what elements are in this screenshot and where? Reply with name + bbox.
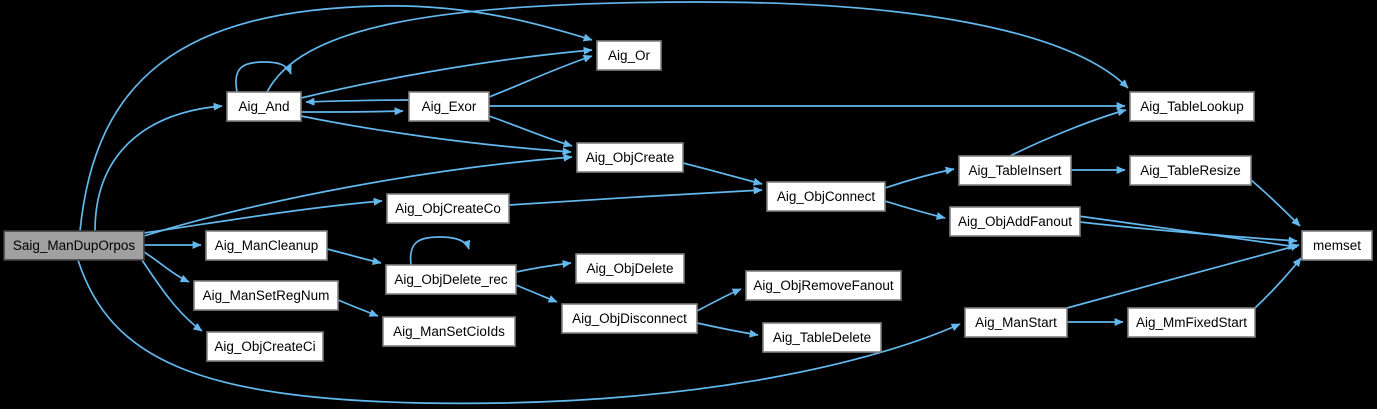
call-edge-saig_mandup-to-aig_manstart bbox=[77, 259, 961, 405]
node-box-aig_tableresize[interactable] bbox=[1129, 155, 1252, 186]
call-edge-saig_mandup-to-aig_and bbox=[94, 102, 223, 232]
graph-node-aig_objaddfanout[interactable]: Aig_ObjAddFanout bbox=[949, 206, 1081, 237]
call-edge-saig_mandup-to-aig_objcreateco bbox=[143, 197, 383, 234]
call-edge-aig_and-to-aig_exor bbox=[300, 107, 404, 116]
node-box-aig_objdisconnect[interactable] bbox=[561, 303, 698, 334]
node-box-aig_objdelete[interactable] bbox=[575, 253, 685, 284]
graph-node-aig_and[interactable]: Aig_And bbox=[226, 91, 302, 122]
node-box-aig_mmfixedstart[interactable] bbox=[1127, 307, 1256, 338]
graph-node-aig_mansetregnum[interactable]: Aig_ManSetRegNum bbox=[193, 280, 339, 311]
graph-node-aig_manstart[interactable]: Aig_ManStart bbox=[964, 307, 1068, 338]
call-edge-aig_tableinsert-to-aig_tablelookup bbox=[1009, 108, 1127, 157]
call-edge-saig_mandup-to-aig_or bbox=[79, 5, 593, 232]
call-edge-aig_exor-to-aig_objcreate bbox=[488, 115, 573, 148]
node-box-aig_objcreateco[interactable] bbox=[386, 193, 510, 224]
graph-node-aig_tabledelete[interactable]: Aig_TableDelete bbox=[762, 322, 882, 353]
call-edge-aig_mancleanup-to-aig_objdelete_rec bbox=[326, 248, 382, 265]
graph-node-aig_mansetcioids[interactable]: Aig_ManSetCioIds bbox=[382, 316, 516, 347]
call-edge-aig_exor-to-aig_and bbox=[305, 97, 410, 106]
call-edge-saig_mandup-to-aig_objcreate bbox=[143, 153, 573, 237]
graph-node-memset[interactable]: memset bbox=[1301, 230, 1373, 261]
node-box-aig_manstart[interactable] bbox=[964, 307, 1068, 338]
call-edge-aig_tableinsert-to-memset bbox=[1070, 214, 1298, 250]
call-edge-aig_mansetregnum-to-aig_mansetcioids bbox=[337, 299, 379, 317]
node-box-aig_objremovefanout[interactable] bbox=[745, 270, 902, 301]
call-edge-aig_objdelete_rec-to-aig_objdelete bbox=[515, 260, 572, 273]
graph-node-aig_objcreate[interactable]: Aig_ObjCreate bbox=[576, 142, 684, 173]
graph-node-aig_objcreateci[interactable]: Aig_ObjCreateCi bbox=[206, 331, 324, 362]
graph-node-aig_objdelete_rec[interactable]: Aig_ObjDelete_rec bbox=[385, 264, 517, 295]
node-box-aig_exor[interactable] bbox=[408, 91, 490, 122]
graph-node-aig_objremovefanout[interactable]: Aig_ObjRemoveFanout bbox=[745, 270, 902, 301]
call-edge-aig_objcreate-to-aig_objconnect bbox=[682, 162, 763, 186]
edge-layer bbox=[77, 1, 1302, 405]
call-edge-aig_manstart-to-memset bbox=[1066, 243, 1300, 309]
graph-node-aig_objconnect[interactable]: Aig_ObjConnect bbox=[766, 181, 886, 212]
call-edge-aig_objdelete_rec-to-aig_objdelete_rec bbox=[409, 236, 471, 266]
call-edge-aig_tableresize-to-memset bbox=[1250, 179, 1301, 227]
node-box-aig_tabledelete[interactable] bbox=[762, 322, 882, 353]
call-edge-aig_objdelete_rec-to-aig_objdisconnect bbox=[515, 284, 558, 303]
node-box-aig_mancleanup[interactable] bbox=[205, 230, 328, 261]
call-edge-aig_exor-to-aig_or bbox=[488, 54, 593, 98]
node-box-aig_tablelookup[interactable] bbox=[1129, 91, 1255, 122]
node-box-aig_objdelete_rec[interactable] bbox=[385, 264, 517, 295]
call-edge-aig_objdisconnect-to-aig_objremovefanout bbox=[696, 288, 742, 312]
graph-node-aig_objcreateco[interactable]: Aig_ObjCreateCo bbox=[386, 193, 510, 224]
node-box-aig_objaddfanout[interactable] bbox=[949, 206, 1081, 237]
call-edge-aig_objconnect-to-aig_objaddfanout bbox=[884, 200, 946, 220]
node-box-aig_or[interactable] bbox=[596, 40, 662, 71]
node-box-aig_mansetregnum[interactable] bbox=[193, 280, 339, 311]
graph-node-aig_objdelete[interactable]: Aig_ObjDelete bbox=[575, 253, 685, 284]
call-edge-aig_and-to-aig_tablelookup bbox=[266, 1, 1129, 93]
call-edge-aig_objcreateco-to-aig_objconnect bbox=[508, 186, 763, 206]
node-box-aig_objcreateci[interactable] bbox=[206, 331, 324, 362]
call-edge-aig_and-to-aig_or bbox=[300, 46, 593, 99]
call-edge-saig_mandup-to-aig_mansetregnum bbox=[143, 251, 190, 283]
graph-node-aig_tableinsert[interactable]: Aig_TableInsert bbox=[958, 155, 1072, 186]
graph-node-aig_mmfixedstart[interactable]: Aig_MmFixedStart bbox=[1127, 307, 1256, 338]
call-edge-saig_mandup-to-aig_objcreateci bbox=[141, 259, 203, 332]
call-edge-aig_mmfixedstart-to-memset bbox=[1254, 257, 1302, 309]
call-edge-aig_and-to-aig_objcreate bbox=[300, 115, 572, 156]
node-box-aig_tableinsert[interactable] bbox=[958, 155, 1072, 186]
call-edge-aig_objconnect-to-aig_tableinsert bbox=[884, 166, 955, 189]
graph-node-aig_tablelookup[interactable]: Aig_TableLookup bbox=[1129, 91, 1255, 122]
node-box-aig_objconnect[interactable] bbox=[766, 181, 886, 212]
graph-node-aig_tableresize[interactable]: Aig_TableResize bbox=[1129, 155, 1252, 186]
node-box-saig_mandup[interactable] bbox=[3, 230, 145, 261]
node-box-aig_mansetcioids[interactable] bbox=[382, 316, 516, 347]
call-edge-aig_objdisconnect-to-aig_tabledelete bbox=[696, 322, 759, 338]
node-box-aig_objcreate[interactable] bbox=[576, 142, 684, 173]
graph-node-aig_exor[interactable]: Aig_Exor bbox=[408, 91, 490, 122]
call-edge-aig_and-to-aig_and bbox=[235, 61, 292, 93]
graph-node-aig_or[interactable]: Aig_Or bbox=[596, 40, 662, 71]
node-box-aig_and[interactable] bbox=[226, 91, 302, 122]
node-layer: Saig_ManDupOrposAig_AndAig_OrAig_ExorAig… bbox=[3, 40, 1373, 362]
node-box-memset[interactable] bbox=[1301, 230, 1373, 261]
graph-node-aig_objdisconnect[interactable]: Aig_ObjDisconnect bbox=[561, 303, 698, 334]
graph-node-saig_mandup[interactable]: Saig_ManDupOrpos bbox=[3, 230, 145, 261]
graph-node-aig_mancleanup[interactable]: Aig_ManCleanup bbox=[205, 230, 328, 261]
